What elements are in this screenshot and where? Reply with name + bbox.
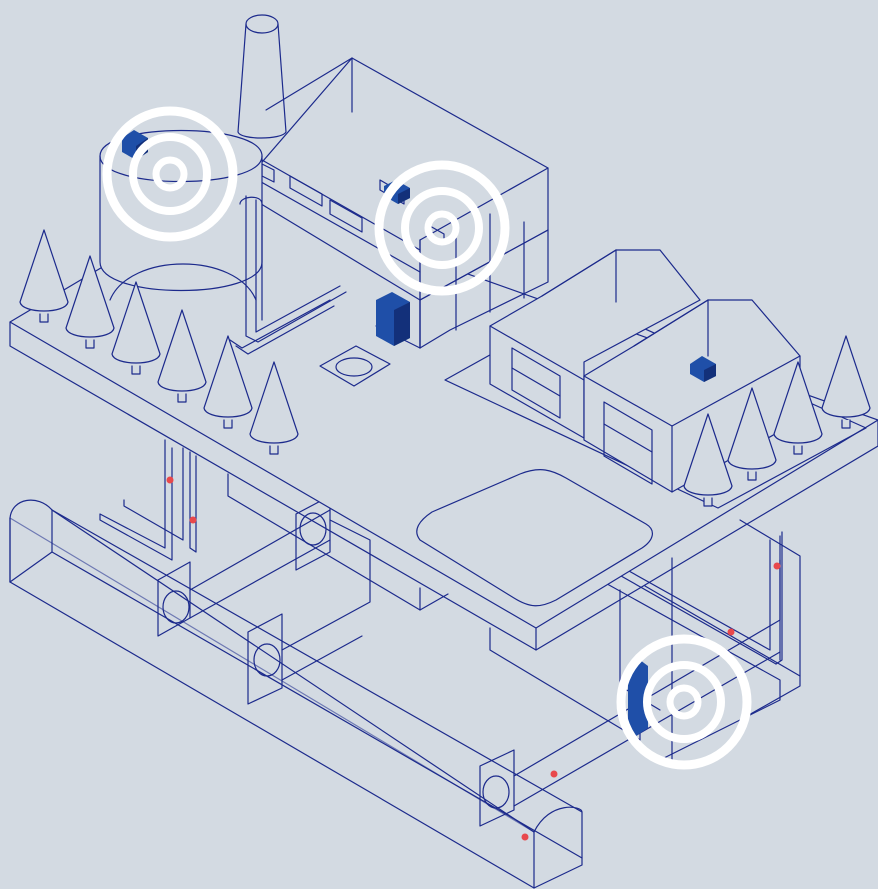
pipe-sensor-1[interactable] (167, 477, 174, 484)
pipe-sensor-2[interactable] (190, 517, 197, 524)
pipe-sensor-4[interactable] (728, 629, 735, 636)
pipe-sensor-3[interactable] (774, 563, 781, 570)
factory-wall-device[interactable] (376, 292, 410, 346)
pipe-sensor-5[interactable] (551, 771, 558, 778)
pipe-sensor-6[interactable] (522, 834, 529, 841)
